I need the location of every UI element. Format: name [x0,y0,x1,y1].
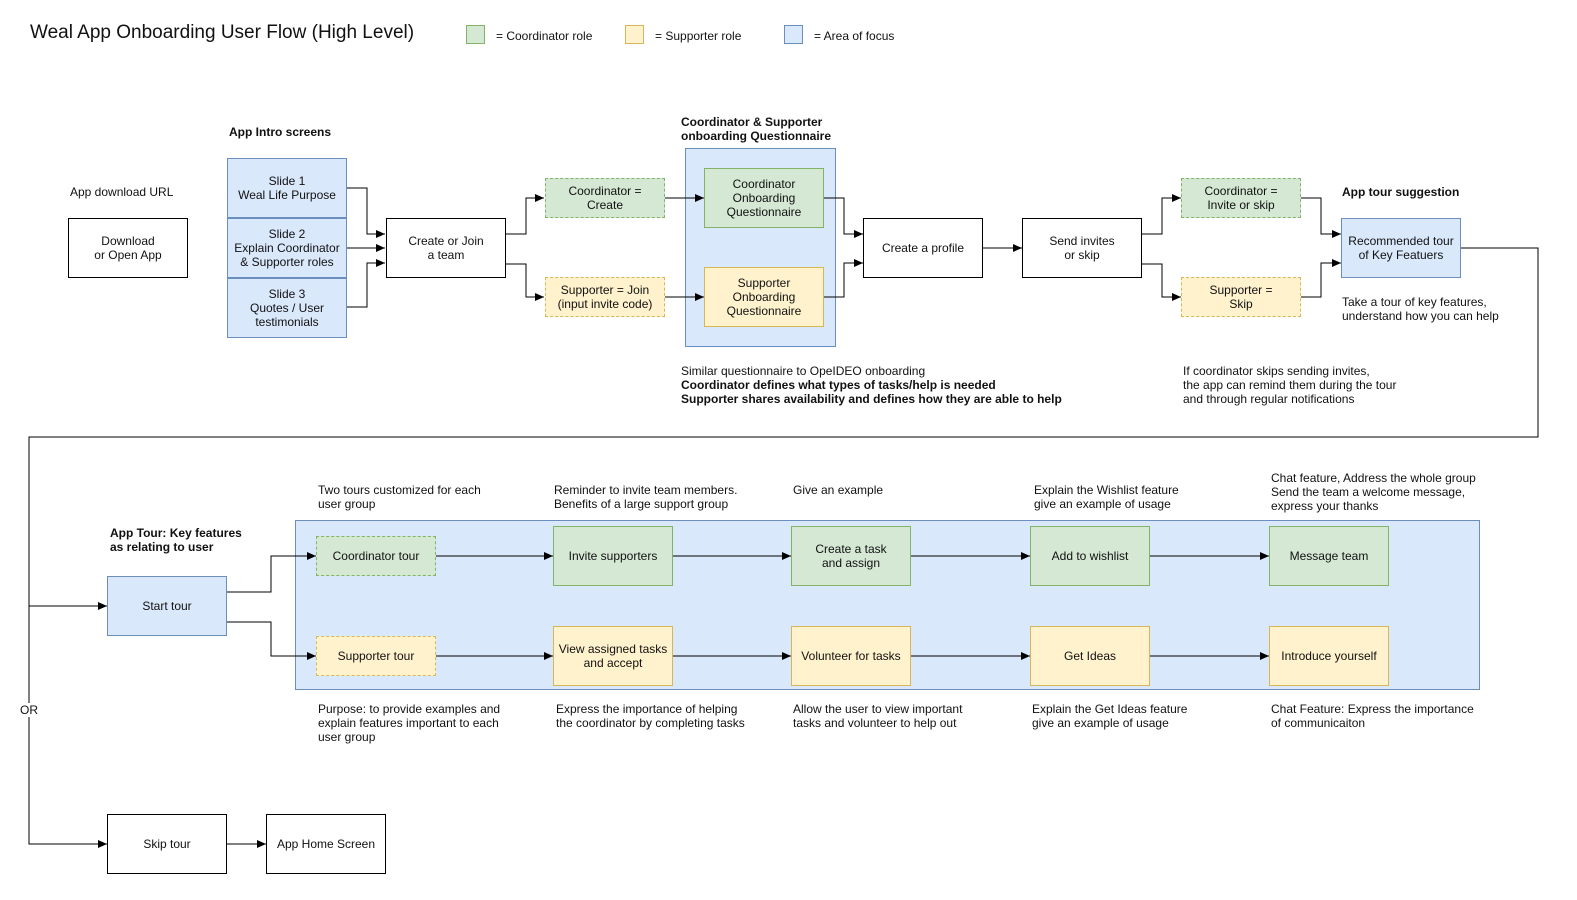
node-start-tour: Start tour [107,576,227,636]
edge-suppq-profile [824,259,863,298]
edge-createjoin-suppjoin [506,263,544,301]
node-supporter-join: Supporter = Join (input invite code) [545,277,665,317]
note-chat-importance: Chat Feature: Express the importance of … [1271,702,1474,730]
node-send-invites: Send invites or skip [1022,218,1142,278]
diagram-title: Weal App Onboarding User Flow (High Leve… [30,22,415,43]
edge-slide1-createjoin [347,187,385,238]
node-coordinator-tour: Coordinator tour [316,536,436,576]
label-app-tour-suggestion: App tour suggestion [1342,185,1460,199]
edge-starttour-supptour [227,621,316,660]
node-slide1: Slide 1 Weal Life Purpose [227,158,347,218]
edge-suppskip-rectour [1301,259,1341,298]
node-coordinator-questionnaire: Coordinator Onboarding Questionnaire [704,168,824,228]
node-slide3: Slide 3 Quotes / User testimonials [227,278,347,338]
node-volunteer-tasks: Volunteer for tasks [791,626,911,686]
note-tour-key-features: Take a tour of key features, understand … [1342,295,1499,323]
node-coordinator-invite: Coordinator = Invite or skip [1181,178,1301,218]
note-purpose: Purpose: to provide examples and explain… [318,702,501,744]
node-create-join: Create or Join a team [386,218,506,278]
node-create-profile: Create a profile [863,218,983,278]
node-skip-tour: Skip tour [107,814,227,874]
node-supporter-questionnaire: Supporter Onboarding Questionnaire [704,267,824,327]
node-add-wishlist: Add to wishlist [1030,526,1150,586]
node-introduce-yourself: Introduce yourself [1269,626,1389,686]
legend-swatch-supporter [625,25,644,44]
node-invite-supporters: Invite supporters [553,526,673,586]
edge-coordinvite-rectour [1301,197,1341,238]
label-app-tour-key-features: App Tour: Key features as relating to us… [110,526,242,554]
label-download-url: App download URL [70,185,174,199]
node-view-assigned-tasks: View assigned tasks and accept [553,626,673,686]
node-download: Download or Open App [68,218,188,278]
edge-invites-coordinvite [1142,194,1181,235]
note-two-tours: Two tours customized for each user group [318,483,481,511]
node-recommended-tour: Recommended tour of Key Featuers [1341,218,1461,278]
legend-label-focus: = Area of focus [814,29,895,43]
legend-swatch-coordinator [466,25,485,44]
note-chat: Chat feature, Address the whole group Se… [1271,471,1476,513]
note-allow: Allow the user to view important tasks a… [793,702,963,730]
label-questionnaire: Coordinator & Supporter onboarding Quest… [681,115,832,143]
note-questionnaire-similar: Similar questionnaire to OpeIDEO onboard… [681,364,926,378]
label-intro-screens: App Intro screens [229,125,332,139]
edge-createjoin-coordcreate [506,194,544,235]
note-questionnaire-coordinator: Coordinator defines what types of tasks/… [681,378,996,392]
node-slide2: Slide 2 Explain Coordinator & Supporter … [227,218,347,278]
edge-invites-suppskip [1142,263,1181,301]
note-give-example: Give an example [793,483,884,497]
note-questionnaire-supporter: Supporter shares availability and define… [681,392,1062,406]
node-supporter-skip: Supporter = Skip [1181,277,1301,317]
edge-loop-starttour [28,247,1539,610]
note-wishlist: Explain the Wishlist feature give an exa… [1034,483,1179,511]
node-get-ideas: Get Ideas [1030,626,1150,686]
note-importance: Express the importance of helping the co… [556,702,745,730]
legend-label-supporter: = Supporter role [655,29,742,43]
node-coordinator-create: Coordinator = Create [545,178,665,218]
legend-label-coordinator: = Coordinator role [496,29,593,43]
node-create-task: Create a task and assign [791,526,911,586]
note-reminder: Reminder to invite team members. Benefit… [554,483,738,511]
edge-starttour-coordtour [227,552,316,593]
note-get-ideas: Explain the Get Ideas feature give an ex… [1032,702,1188,730]
legend-swatch-focus [784,25,803,44]
node-supporter-tour: Supporter tour [316,636,436,676]
edge-coordq-profile [824,197,863,238]
node-app-home-screen: App Home Screen [266,814,386,874]
note-invites: If coordinator skips sending invites, th… [1183,364,1397,406]
node-message-team: Message team [1269,526,1389,586]
or-label: OR [19,703,39,717]
edge-slide3-createjoin [347,259,385,308]
edge-loop-skiptour [28,606,107,848]
